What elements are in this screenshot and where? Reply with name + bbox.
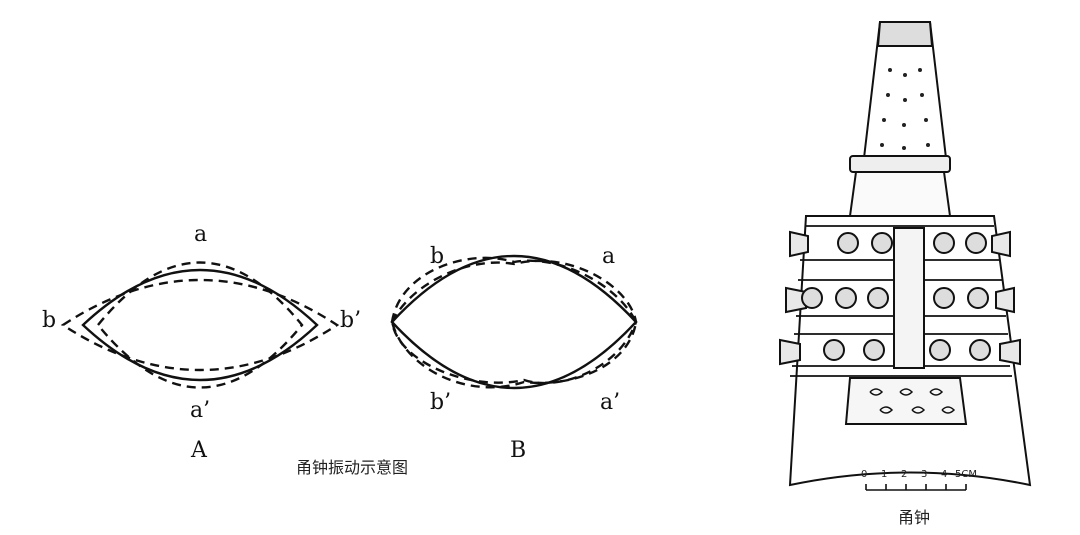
scale-tick-2: 2 bbox=[901, 469, 908, 480]
diagram-b bbox=[390, 254, 638, 390]
diagram-a-label-left: b bbox=[42, 308, 57, 333]
diagram-b-label-top-right: a bbox=[602, 244, 616, 269]
bell-striking-panel bbox=[844, 377, 968, 425]
bell-caption: 甬钟 bbox=[898, 508, 931, 527]
scale-tick-5: 5CM bbox=[955, 469, 977, 480]
diagram-a-label-bottom: a’ bbox=[190, 398, 211, 423]
scale-tick-1: 1 bbox=[881, 469, 888, 480]
diagram-b-rest-ellipse bbox=[390, 254, 638, 390]
diagram-a bbox=[60, 261, 340, 389]
bell-scale-bar bbox=[865, 484, 967, 491]
diagram-a-rest-ellipse bbox=[81, 268, 319, 382]
diagram-a-tall-mode bbox=[96, 261, 304, 389]
diagram-a-panel-letter: A bbox=[191, 438, 207, 463]
bell-shaft-texture bbox=[880, 68, 930, 150]
scale-tick-3: 3 bbox=[921, 469, 928, 480]
bell-roundels bbox=[801, 232, 991, 361]
diagram-a-elongated-mode bbox=[60, 278, 340, 372]
diagram-b-label-top-left: b bbox=[430, 244, 445, 269]
diagram-a-label-right: b’ bbox=[340, 308, 362, 333]
diagram-b-label-bottom-left: b’ bbox=[430, 390, 452, 415]
bell-shaft-top-band bbox=[876, 21, 934, 47]
diagram-b-mode-2 bbox=[390, 259, 638, 385]
diagram-a-label-top: a bbox=[194, 222, 208, 247]
scale-tick-0: 0 bbox=[861, 469, 868, 480]
bell-drawing bbox=[779, 21, 1032, 491]
vibration-caption: 甬钟振动示意图 bbox=[296, 458, 409, 477]
diagram-b-label-bottom-right: a’ bbox=[600, 390, 621, 415]
bell-neck bbox=[848, 171, 952, 217]
bell-spiral-motifs bbox=[869, 388, 956, 414]
diagram-b-panel-letter: B bbox=[510, 438, 527, 463]
bell-bosses bbox=[779, 230, 1021, 366]
bell-ring bbox=[849, 155, 951, 173]
bell-central-panel bbox=[893, 227, 925, 369]
scale-tick-4: 4 bbox=[941, 469, 948, 480]
